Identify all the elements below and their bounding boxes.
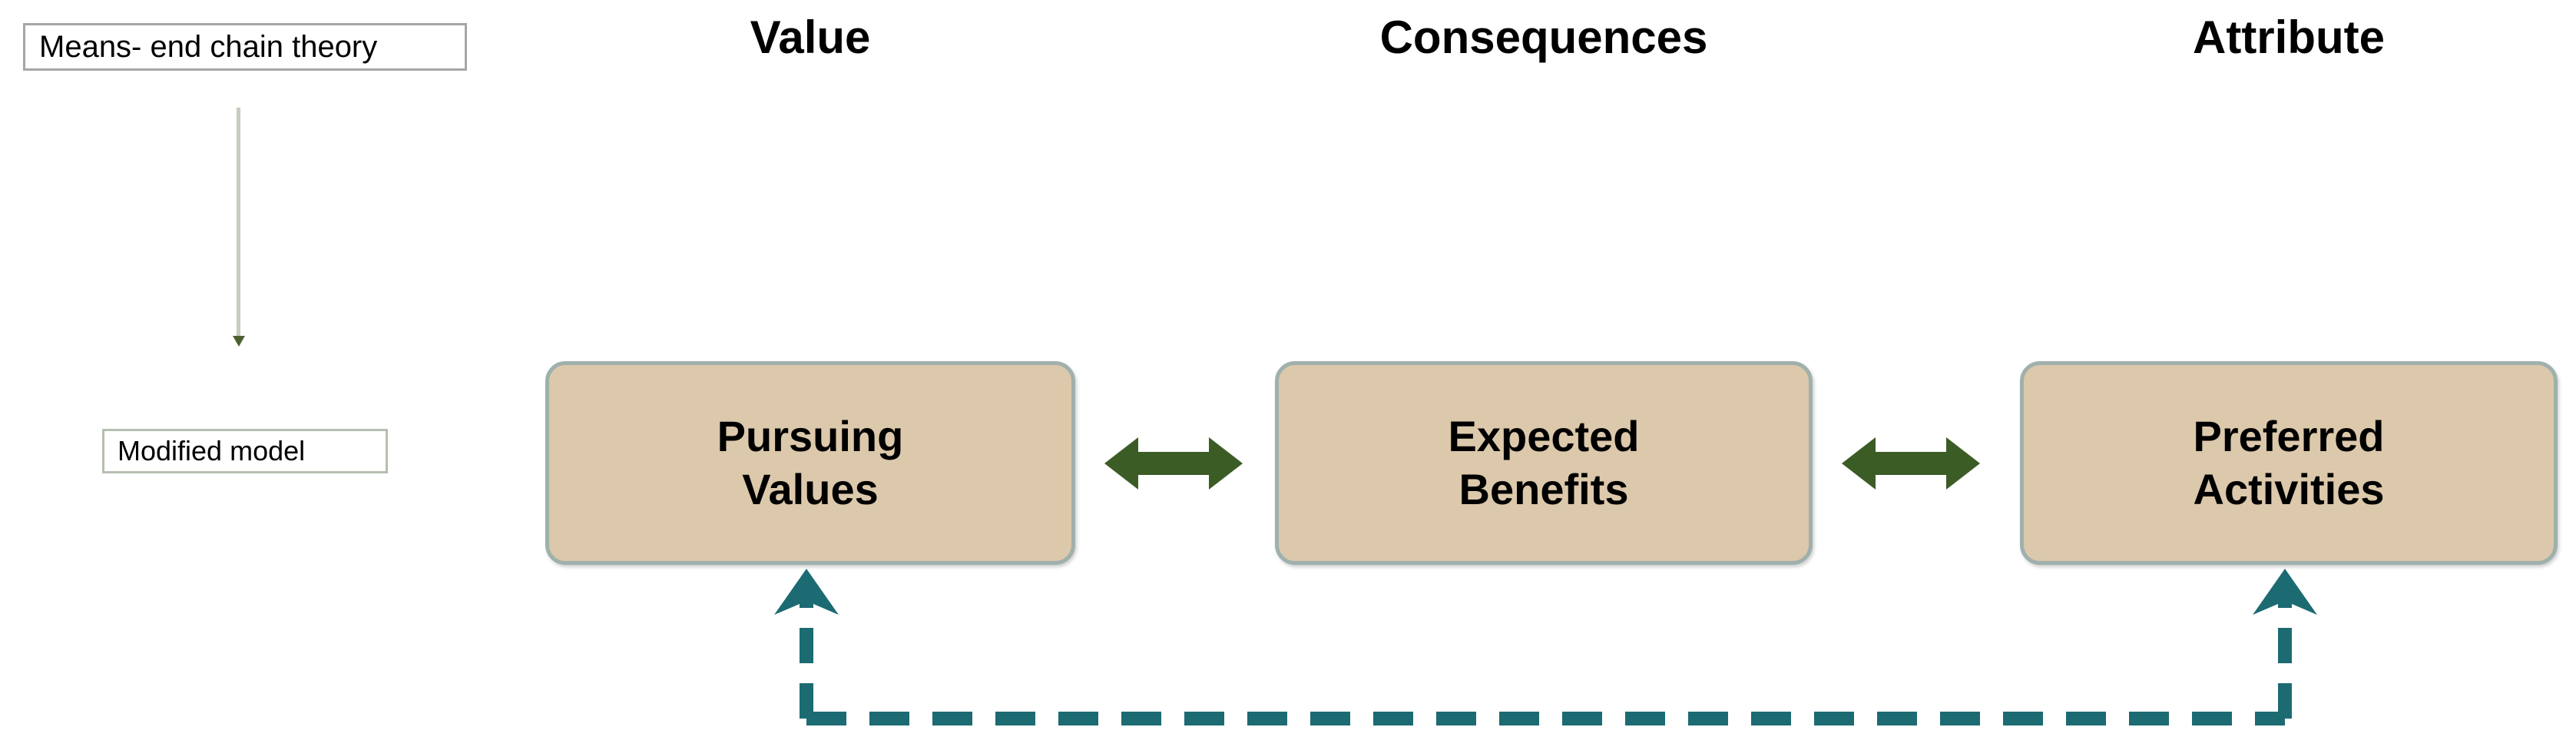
column-header-attribute: Attribute (2193, 12, 2385, 63)
node-pursuing-values-line2: Values (742, 464, 879, 513)
node-preferred-activities-line1: Preferred (2193, 412, 2385, 461)
column-header-value: Value (750, 12, 871, 63)
theory-label-text: Means- end chain theory (39, 29, 378, 64)
modified-model-label-text: Modified model (118, 435, 306, 466)
double-arrow-benefits-activities-icon (1842, 437, 1980, 490)
node-expected-benefits-line1: Expected (1448, 412, 1640, 461)
theory-to-model-arrowhead-icon (233, 336, 245, 347)
node-expected-benefits-line2: Benefits (1459, 464, 1629, 513)
modified-model-label: Modified model (102, 429, 388, 473)
node-expected-benefits[interactable]: Expected Benefits (1275, 361, 1813, 565)
node-pursuing-values[interactable]: Pursuing Values (545, 361, 1075, 565)
theory-to-model-connector-line (237, 108, 240, 338)
node-pursuing-values-line1: Pursuing (717, 412, 904, 461)
feedback-loop-right-arrowhead-icon (2253, 569, 2317, 615)
column-header-consequences: Consequences (1379, 12, 1708, 63)
node-preferred-activities-line2: Activities (2193, 464, 2385, 513)
means-end-chain-theory-label: Means- end chain theory (23, 23, 467, 71)
double-arrow-values-benefits-icon (1104, 437, 1243, 490)
node-preferred-activities[interactable]: Preferred Activities (2020, 361, 2558, 565)
feedback-loop-left-arrowhead-icon (774, 569, 839, 615)
